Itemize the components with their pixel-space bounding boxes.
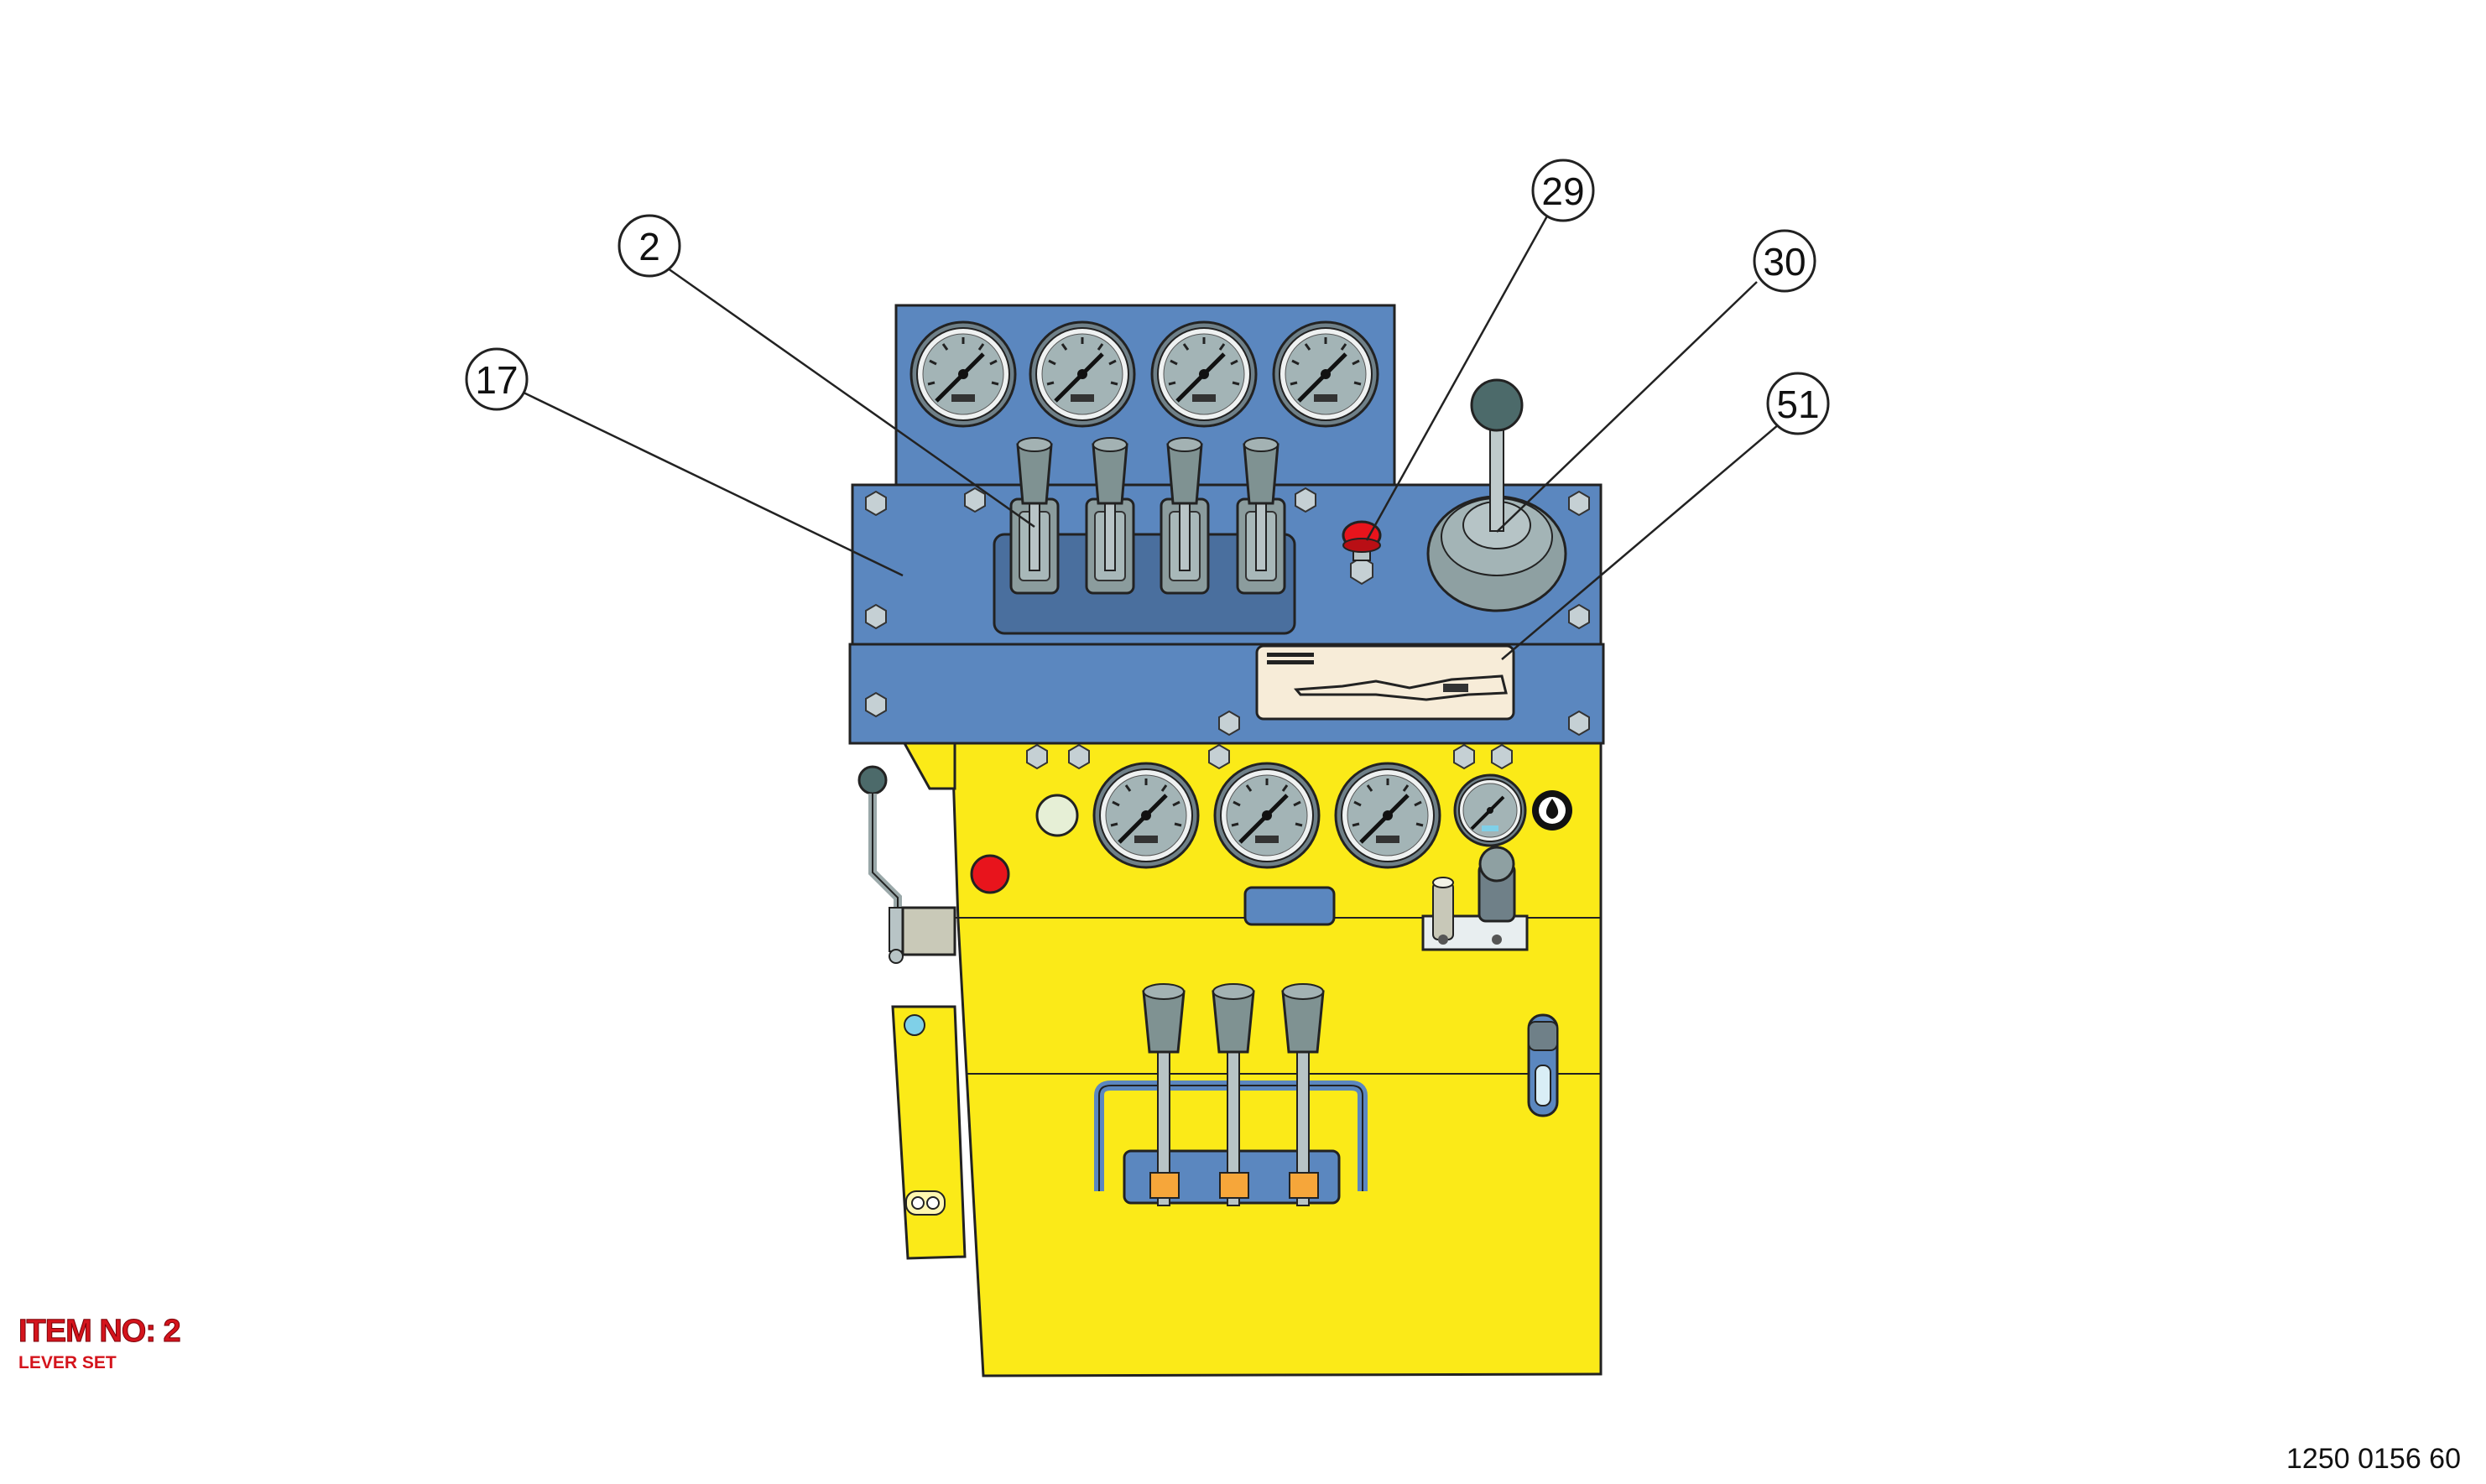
callout-29: 29 xyxy=(1531,159,1595,222)
svg-text:30: 30 xyxy=(1763,240,1806,284)
indicator-lamp xyxy=(1035,794,1079,837)
upper-lever-4[interactable] xyxy=(1236,436,1286,595)
leader-lines xyxy=(523,212,1780,660)
upper-lever-2[interactable] xyxy=(1085,436,1135,595)
lower-lever-set[interactable] xyxy=(1142,982,1325,1207)
oil-symbol-icon xyxy=(1532,790,1572,831)
svg-text:17: 17 xyxy=(475,358,518,402)
upper-lever-3[interactable] xyxy=(1160,436,1210,595)
svg-text:2: 2 xyxy=(638,225,660,268)
cover-plate xyxy=(1243,886,1336,926)
drawing-number: 1250 0156 60 xyxy=(2286,1443,2461,1475)
callout-51: 51 xyxy=(1766,372,1830,435)
push-button[interactable] xyxy=(1342,520,1382,586)
red-button[interactable] xyxy=(970,854,1010,894)
joystick[interactable] xyxy=(1426,378,1567,612)
lever-set[interactable] xyxy=(993,436,1296,635)
pressure-gauge-2 xyxy=(1030,322,1134,426)
hose-connectors[interactable] xyxy=(1421,846,1529,951)
callout-30: 30 xyxy=(1753,229,1816,293)
svg-text:29: 29 xyxy=(1541,169,1584,213)
pressure-gauge-7 xyxy=(1336,763,1440,867)
pressure-gauge-4 xyxy=(1274,322,1378,426)
side-valve-handle[interactable] xyxy=(857,765,956,964)
item-number-title: ITEM NO: 2 xyxy=(18,1314,182,1349)
pressure-gauge-6 xyxy=(1215,763,1319,867)
item-description: LEVER SET xyxy=(18,1353,117,1372)
sight-glass xyxy=(1527,1013,1559,1117)
side-bracket xyxy=(891,1005,967,1260)
pressure-gauge-3 xyxy=(1152,322,1256,426)
small-gauge xyxy=(1453,773,1527,847)
pressure-gauge-5 xyxy=(1094,763,1198,867)
svg-text:51: 51 xyxy=(1776,383,1819,426)
callout-2: 2 xyxy=(618,214,681,278)
pressure-gauge-1 xyxy=(911,322,1015,426)
decal-plate xyxy=(1255,644,1515,721)
callout-17: 17 xyxy=(465,347,529,411)
